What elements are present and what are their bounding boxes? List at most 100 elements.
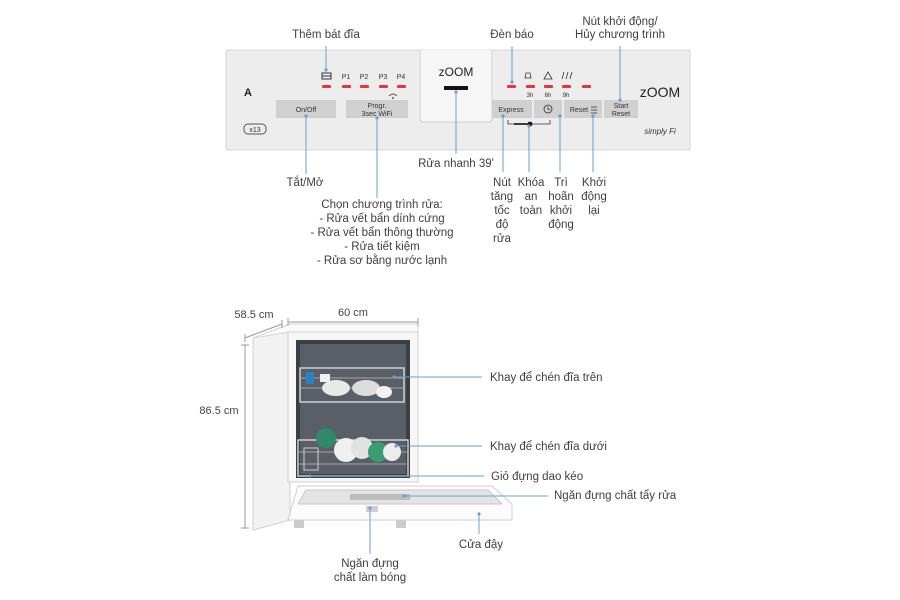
callout-rinse-aid-2: chất làm bóng bbox=[334, 572, 406, 584]
callout-delay-start-word: hoãn bbox=[548, 191, 574, 203]
machine-side bbox=[252, 323, 291, 531]
quick-wash-indicator bbox=[444, 86, 468, 90]
dimension-height: 86.5 cm bbox=[199, 405, 238, 417]
callout-restart-word: động bbox=[581, 191, 607, 203]
water-icon bbox=[561, 71, 573, 80]
reset-icon bbox=[591, 106, 597, 114]
rinse-aid-icon bbox=[543, 71, 553, 80]
led-p4 bbox=[397, 85, 406, 88]
callout-program-item: - Rửa sơ bằng nước lạnh bbox=[317, 254, 447, 267]
program-button-label-1: Progr. bbox=[368, 103, 387, 110]
program-label-p3: P3 bbox=[379, 74, 388, 81]
machine-foot bbox=[294, 520, 304, 528]
salt-icon bbox=[524, 72, 532, 79]
indicator-icons bbox=[524, 71, 573, 80]
callout-child-lock-word: an bbox=[525, 191, 538, 203]
onoff-button-label: On/Off bbox=[296, 107, 317, 114]
callout-program-item: - Rửa vết bẩn dính cứng bbox=[319, 213, 444, 225]
callout-restart-word: lại bbox=[588, 205, 600, 217]
onoff-button[interactable] bbox=[276, 100, 336, 118]
start-button-label-1: Start bbox=[614, 103, 629, 110]
program-label-p2: P2 bbox=[360, 74, 369, 81]
callout-child-lock-word: toàn bbox=[520, 205, 542, 217]
callout-detergent: Ngăn đựng chất tẩy rửa bbox=[554, 490, 677, 502]
led-9h bbox=[562, 85, 571, 88]
callout-speed-up-word: Nút bbox=[493, 177, 512, 189]
panel-brand-logo: zOOM bbox=[439, 65, 474, 79]
capacity-badge: x13 bbox=[249, 127, 260, 134]
delay-label-6h: 6h bbox=[545, 93, 552, 99]
callout-restart-word: Khởi bbox=[582, 177, 606, 189]
machine-top bbox=[252, 323, 419, 339]
led-start bbox=[582, 85, 591, 88]
callout-rinse-aid-1: Ngăn đựng bbox=[341, 558, 399, 570]
led-add-dishes bbox=[322, 85, 331, 88]
machine-leaders bbox=[308, 375, 548, 554]
callout-on-off: Tắt/Mở bbox=[287, 176, 324, 189]
start-button-label-2: Reset bbox=[612, 111, 630, 118]
express-button[interactable] bbox=[492, 100, 532, 118]
callout-lower-rack: Khay để chén đĩa dưới bbox=[490, 441, 607, 453]
callout-child-lock-word: Khóa bbox=[518, 177, 545, 189]
delay-label-9h: 9h bbox=[563, 93, 570, 99]
dimension-width: 60 cm bbox=[338, 307, 368, 319]
panel-leaders bbox=[304, 46, 622, 198]
delay-label-3h: 3h bbox=[527, 93, 534, 99]
program-button[interactable] bbox=[346, 100, 408, 118]
callout-speed-up-word: độ bbox=[496, 219, 509, 231]
callout-door: Cửa đậy bbox=[459, 539, 503, 551]
panel-brand-logo-right: zOOM bbox=[640, 84, 680, 100]
callout-start-cancel-1: Nút khởi động/ bbox=[582, 16, 658, 28]
upper-rack bbox=[299, 367, 405, 403]
callout-speed-up-word: rửa bbox=[493, 233, 512, 245]
start-button[interactable] bbox=[604, 100, 638, 118]
callout-add-dishes: Thêm bát đĩa bbox=[292, 29, 360, 41]
rinse-aid-compartment bbox=[366, 506, 378, 512]
callout-delay-start-word: động bbox=[548, 219, 574, 231]
machine-foot bbox=[396, 520, 406, 528]
clock-icon bbox=[543, 104, 553, 114]
led-p2 bbox=[360, 85, 369, 88]
program-button-label-2: 3sec WiFi bbox=[362, 111, 393, 118]
reset-button[interactable] bbox=[564, 100, 602, 118]
callout-program-item: - Rửa tiết kiệm bbox=[344, 241, 419, 253]
detergent-compartment bbox=[350, 494, 410, 500]
control-panel: zOOM zOOM A x13 simply Fi P1 P2 P3 P4 bbox=[225, 49, 691, 151]
callout-speed-up: Nút tăng tốc độ rửa bbox=[491, 177, 513, 245]
callout-cutlery-basket: Giỏ đựng dao kéo bbox=[491, 471, 583, 483]
callout-delay-start: Trì hoãn khởi động bbox=[548, 177, 574, 231]
callout-start-cancel-2: Hủy chương trình bbox=[575, 29, 665, 41]
program-label-p1: P1 bbox=[342, 74, 351, 81]
series-badge: simply Fi bbox=[644, 127, 676, 136]
led-p3 bbox=[379, 85, 388, 88]
dimension-depth: 58.5 cm bbox=[234, 309, 273, 321]
callout-delay-start-word: Trì bbox=[554, 177, 568, 189]
dish-rack-icon bbox=[321, 72, 332, 80]
callout-quick-wash: Rửa nhanh 39' bbox=[418, 158, 494, 170]
led-6h bbox=[544, 85, 553, 88]
program-label-p4: P4 bbox=[397, 74, 406, 81]
energy-badge: A bbox=[244, 87, 252, 99]
callout-speed-up-word: tốc bbox=[494, 205, 510, 217]
callout-program-item: - Rửa vết bẩn thông thường bbox=[310, 227, 453, 239]
callout-child-lock: Khóa an toàn bbox=[518, 177, 545, 217]
capacity-badge-frame bbox=[243, 123, 267, 135]
callout-delay-start-word: khởi bbox=[550, 205, 572, 217]
wifi-icon bbox=[388, 93, 398, 99]
callout-upper-rack: Khay để chén đĩa trên bbox=[490, 372, 603, 384]
led-p1 bbox=[342, 85, 351, 88]
callout-program-title: Chọn chương trình rửa: bbox=[321, 199, 442, 211]
status-leds bbox=[507, 85, 591, 88]
dishwasher-illustration bbox=[252, 323, 513, 531]
express-button-label: Express bbox=[498, 107, 524, 114]
led-3h bbox=[526, 85, 535, 88]
led-indicator bbox=[507, 85, 516, 88]
callout-restart: Khởi động lại bbox=[581, 177, 607, 217]
callout-speed-up-word: tăng bbox=[491, 191, 513, 203]
reset-button-label: Reset bbox=[570, 107, 588, 114]
callout-program-list: Chọn chương trình rửa: - Rửa vết bẩn dín… bbox=[310, 199, 453, 267]
program-leds bbox=[322, 85, 406, 88]
callout-indicator: Đèn báo bbox=[490, 29, 533, 41]
dimension-lines bbox=[241, 318, 419, 529]
